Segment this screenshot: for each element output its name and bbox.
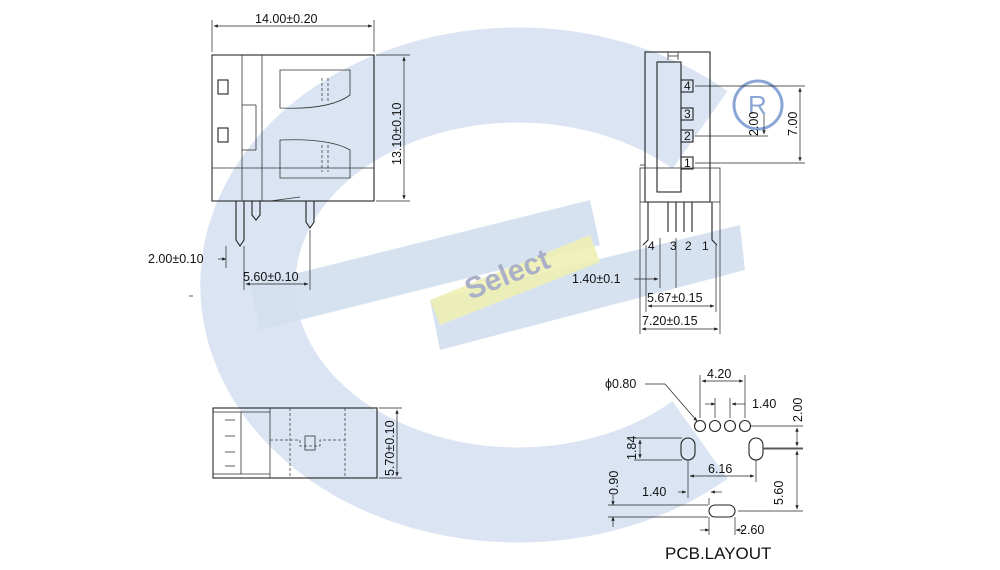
watermark-bar-upper [250,200,600,330]
pin-number-3: 3 [670,239,677,253]
front-view-contact-2 [680,129,694,143]
side-view-front-flange [211,54,243,202]
side-view-latch-bottom [217,127,229,143]
side-view-spring-lower [279,139,351,179]
dim-pitch-front-label: 2.00 [747,112,761,136]
pcb-layout: ϕ0.80 4.20 1.40 2.00 1.84 6.16 5.60 [605,367,805,563]
dim-span-label: 1.40±0.1 [572,272,621,286]
pcb-hole-3 [708,419,722,433]
contact-label-1: 1 [684,156,691,170]
watermark-yellow-band [430,235,600,325]
watermark-bar-lower [430,225,745,350]
front-view-contact-3 [680,107,694,121]
pcb-slot-bottom [708,504,736,518]
contact-label-4: 4 [684,79,691,93]
front-view-tongue [656,61,682,193]
pcb-dim-140a: 1.40 [752,397,776,411]
pcb-dim-140b: 1.40 [642,485,666,499]
pin-number-2: 2 [685,239,692,253]
dim-inner-label: 5.67±0.15 [647,291,703,305]
side-view-spring-upper [279,69,351,109]
dim-pitch-label: 5.60±0.10 [243,270,299,284]
front-view: 4 3 2 1 4 3 2 1 2.00 7.00 1.40±0.1 5.67±… [572,51,805,334]
dim-topheight-label: 5.70±0.10 [383,420,397,476]
contact-label-3: 3 [684,107,691,121]
front-view-contact-4 [680,79,694,93]
side-view: 14.00±0.20 13.10±0.10 2.00±0.10 5.60±0.1… [148,12,410,297]
side-view-pin-rear [305,201,315,229]
registered-mark-icon [732,79,784,131]
side-view-standoff [251,201,261,221]
registered-mark-letter: R [748,90,767,120]
contact-label-2: 2 [684,129,691,143]
dim-height-front-label: 7.00 [786,112,800,136]
pcb-slot-right [748,437,764,461]
pin-number-1: 1 [702,239,709,253]
top-view-front-flange [212,411,242,475]
dim-height-label: 13.10±0.10 [390,102,404,165]
front-view-contact-1 [680,156,694,170]
pcb-dim-260: 2.60 [740,523,764,537]
pcb-dim-200: 2.00 [791,398,805,422]
pin-number-4: 4 [648,239,655,253]
pcb-hole-2 [723,419,737,433]
side-view-pin-front [235,201,245,247]
side-view-base-edge [269,196,301,202]
watermark: Select R [200,27,784,543]
front-view-pin-right [711,202,718,246]
pcb-dim-184: 1.84 [625,436,639,460]
pcb-hole-4 [693,419,707,433]
pcb-dim-420: 4.20 [707,367,731,381]
top-view-peg [304,435,316,451]
dim-outer-label: 7.20±0.15 [642,314,698,328]
pcb-layout-title: PCB.LAYOUT [665,544,771,563]
pcb-dim-616: 6.16 [708,462,732,476]
front-view-base [639,167,721,203]
dim-pinoffset-label: 2.00±0.10 [148,252,204,266]
pcb-hole-1 [738,419,752,433]
pcb-dim-090: 0.90 [607,471,621,495]
front-view-pin-left [642,202,649,246]
pcb-hole-dia-label: ϕ0.80 [605,377,636,391]
pcb-dim-560: 5.60 [772,481,786,505]
side-view-latch-top [217,79,229,95]
dim-width-label: 14.00±0.20 [255,12,318,26]
top-view-hidden-slot [270,439,345,447]
top-view: 5.70±0.10 [212,407,402,479]
pcb-hole-leader-2 [664,383,698,422]
